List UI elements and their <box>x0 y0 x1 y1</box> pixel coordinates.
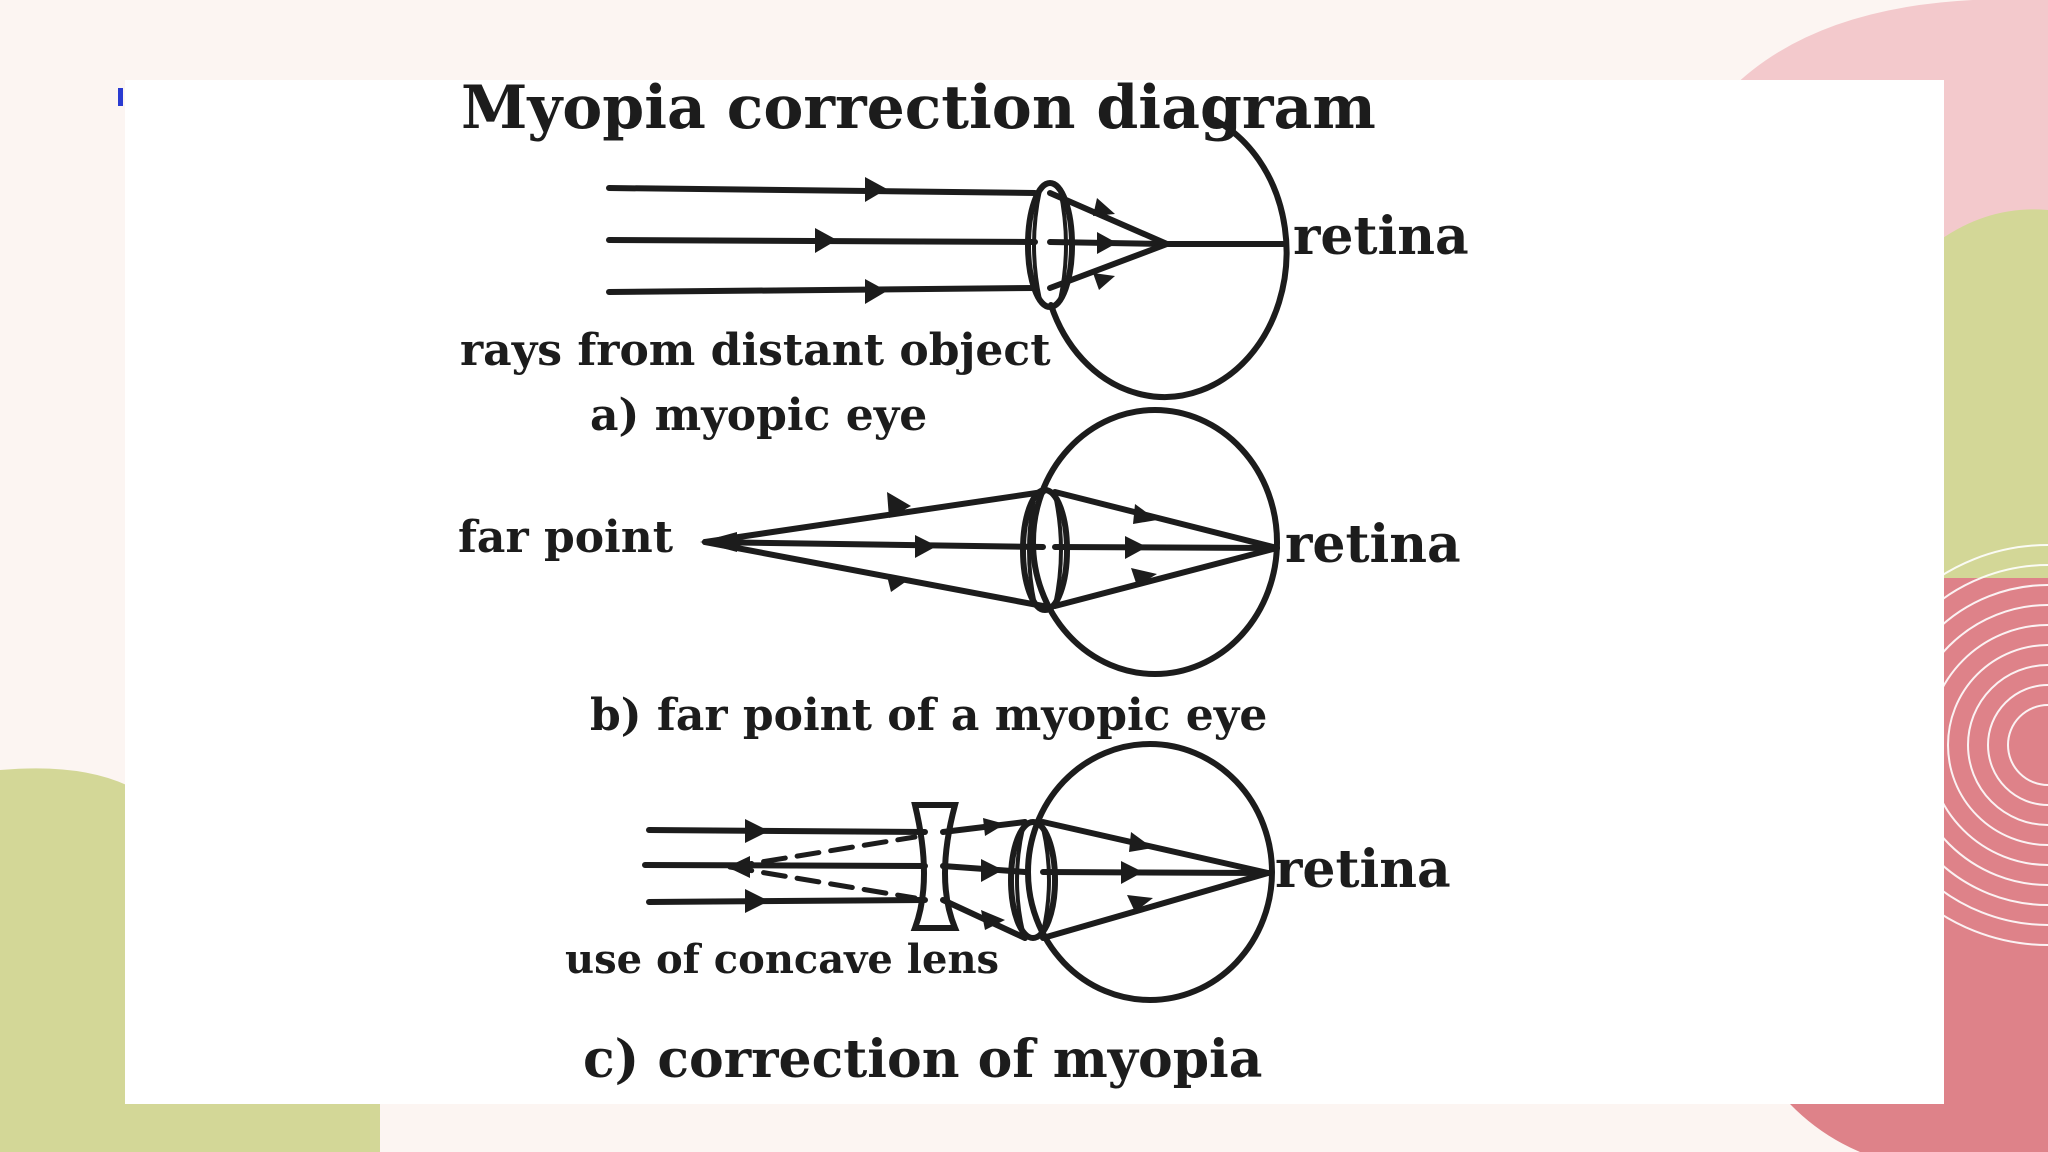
arrow-icon <box>915 535 937 558</box>
arrow-icon <box>887 576 911 592</box>
ray-b-mid <box>702 539 1046 550</box>
ray-a-top <box>606 185 1038 196</box>
arrow-icon <box>1093 198 1115 216</box>
eye-lens-c <box>1008 819 1058 941</box>
concave-lens <box>910 802 960 931</box>
arrow-icon <box>1129 832 1153 852</box>
eyeball-b <box>1030 407 1280 677</box>
eyeball-a <box>1048 117 1290 400</box>
caption-b: b) far point of a myopic eye <box>590 690 1267 741</box>
ray-c-top <box>646 827 928 835</box>
panel-c-arrows <box>727 818 1153 930</box>
arrow-icon <box>745 819 769 843</box>
panel-b-arrows <box>700 492 1157 592</box>
arrow-icon <box>1133 504 1157 524</box>
green-blob-bottom-left <box>0 768 380 1152</box>
arrow-icon <box>727 856 750 878</box>
virtual-ray-bottom <box>727 864 918 901</box>
arrow-icon <box>1097 232 1117 254</box>
lens-inner-arc-c <box>1015 826 1025 934</box>
arrow-icon <box>1127 895 1153 912</box>
arrow-icon <box>865 279 887 304</box>
arrow-icon <box>981 910 1005 930</box>
panel-a-arrows <box>815 177 1117 304</box>
converging-ray-c-bottom <box>1040 870 1271 941</box>
retina-label-c: retina <box>1275 839 1451 900</box>
arrow-icon <box>1093 273 1115 290</box>
pink-block-right <box>1940 578 2048 1152</box>
ray-b-bottom <box>702 539 1046 609</box>
arrow-icon <box>1131 568 1157 586</box>
arrow-icon <box>815 228 837 253</box>
slide-canvas: Myopia correction diagram retina rays fr… <box>125 80 1944 1104</box>
arrow-icon <box>887 492 911 518</box>
converging-ray-c-top <box>1040 819 1271 876</box>
converging-ray-b-bottom <box>1052 545 1280 609</box>
retina-label-a: retina <box>1293 206 1469 267</box>
arrow-icon <box>981 859 1003 882</box>
arrow-icon <box>1125 536 1147 559</box>
arrow-icon <box>865 177 887 202</box>
lens-inner-arc-c-2 <box>1041 826 1051 934</box>
myopia-diagram: Myopia correction diagram retina rays fr… <box>458 80 1469 1090</box>
ray-b-top <box>702 489 1046 545</box>
rays-label: rays from distant object <box>460 325 1051 376</box>
arrow-icon <box>745 889 769 913</box>
retina-label-b: retina <box>1285 514 1461 575</box>
converging-ray-a-top <box>1047 190 1170 247</box>
concave-lens-label: use of concave lens <box>565 936 999 983</box>
diagram-title: Myopia correction diagram <box>461 80 1376 143</box>
ray-a-bottom <box>606 285 1038 295</box>
far-point-label: far point <box>458 512 674 563</box>
ray-c-mid <box>642 862 928 869</box>
pink-blob-bottom-right <box>1790 1104 1948 1152</box>
ray-c-bottom <box>646 897 928 905</box>
arrow-icon <box>1121 861 1143 884</box>
green-blob-right <box>1940 209 2048 580</box>
converging-ray-c-mid <box>1040 869 1271 876</box>
panel-b-far-point <box>702 407 1280 677</box>
far-point-tip <box>700 532 737 552</box>
lens-inner-arc-b <box>1027 493 1037 607</box>
corner-marker <box>118 88 123 106</box>
caption-c: c) correction of myopia <box>583 1029 1263 1090</box>
converging-ray-b-mid <box>1052 544 1280 551</box>
arrow-icon <box>983 818 1005 836</box>
caption-a: a) myopic eye <box>590 390 927 441</box>
converging-ray-a-bottom <box>1047 241 1170 291</box>
converging-ray-b-top <box>1052 489 1280 551</box>
virtual-ray-top <box>727 834 918 870</box>
